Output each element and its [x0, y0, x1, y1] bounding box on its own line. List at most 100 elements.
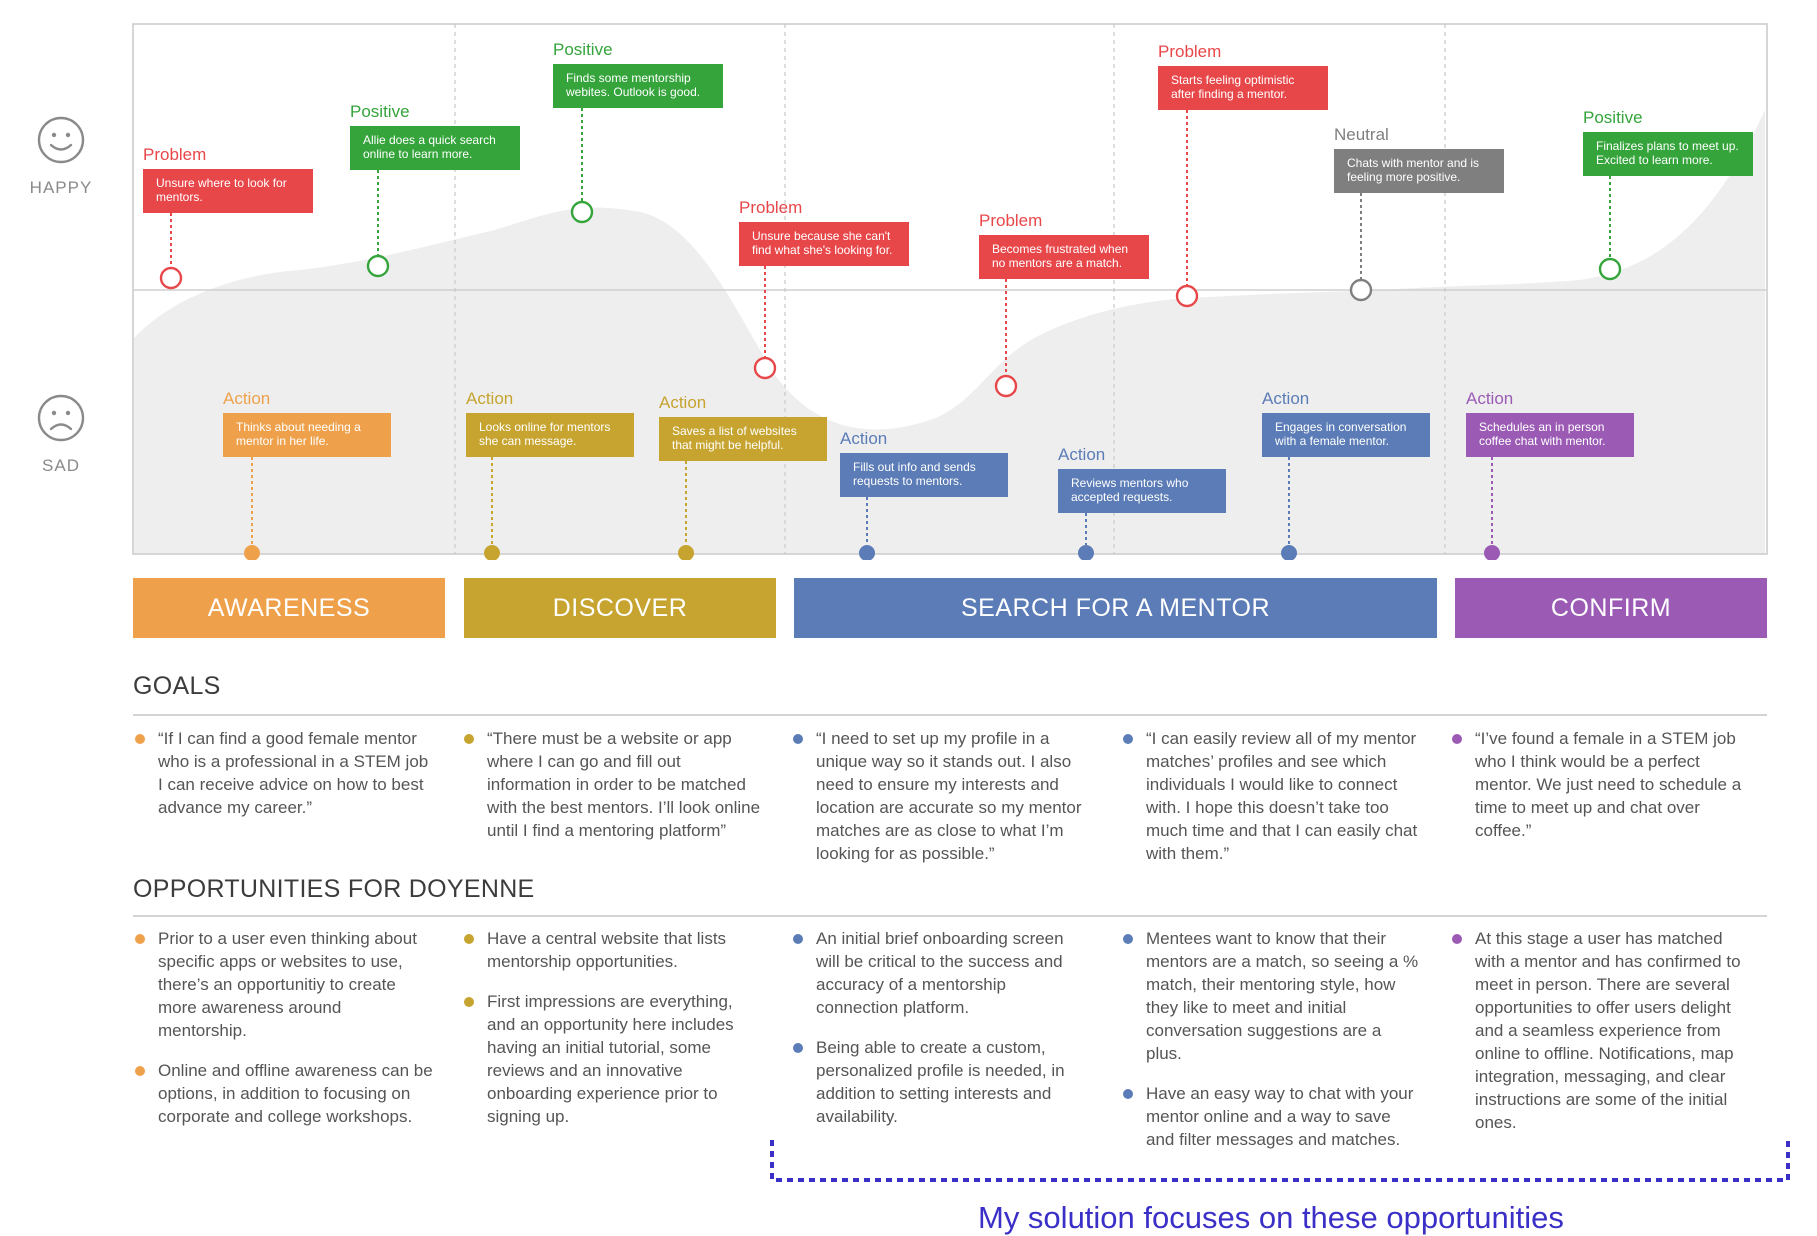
card-text-line: Thinks about needing a [236, 420, 361, 434]
stage-confirm: CONFIRM [1455, 578, 1767, 638]
goal-column: “I can easily review all of my mentor ma… [1121, 727, 1421, 882]
opportunity-text: Prior to a user even thinking about spec… [158, 929, 417, 1040]
goal-column: “I need to set up my profile in a unique… [791, 727, 1091, 882]
solution-bracket [770, 1140, 1790, 1182]
solution-note: My solution focuses on these opportuniti… [978, 1200, 1564, 1235]
opportunity-bullet: An initial brief onboarding screen will … [791, 927, 1091, 1019]
card-box [840, 453, 1008, 497]
card-heading: Action [1262, 389, 1309, 408]
emotion-point [1598, 257, 1622, 281]
card-text-line: Schedules an in person [1479, 420, 1604, 434]
card-box [553, 64, 723, 108]
goal-text: “If I can find a good female mentor who … [158, 729, 429, 817]
opportunity-text: First impressions are everything, and an… [487, 992, 734, 1126]
opportunity-text: Have a central website that lists mentor… [487, 929, 727, 971]
card-box [223, 413, 391, 457]
card-text-line: mentor in her life. [236, 434, 329, 448]
emotion-point [1175, 284, 1199, 308]
opportunity-bullet: Online and offline awareness can be opti… [133, 1059, 433, 1128]
card-box [659, 417, 827, 461]
card-text-line: find what she's looking for. [752, 243, 892, 257]
bullet-dot-icon [135, 1066, 145, 1076]
action-point [484, 545, 500, 560]
card-heading: Problem [979, 211, 1042, 230]
card-heading: Positive [553, 40, 613, 59]
emotion-point [366, 254, 390, 278]
bullet-dot-icon [464, 734, 474, 744]
opportunities-divider [133, 915, 1767, 917]
bullet-dot-icon [464, 934, 474, 944]
card-text-line: Unsure where to look for [156, 176, 287, 190]
card-heading: Action [1466, 389, 1513, 408]
goal-column: “I’ve found a female in a STEM job who I… [1450, 727, 1750, 859]
opportunity-bullet: Prior to a user even thinking about spec… [133, 927, 433, 1042]
emotion-point [1349, 278, 1373, 302]
opportunity-bullet: Mentees want to know that their mentors … [1121, 927, 1421, 1065]
goal-text: “There must be a website or app where I … [487, 729, 761, 840]
stage-discover: DISCOVER [464, 578, 776, 638]
action-point [1281, 545, 1297, 560]
goal-text: “I’ve found a female in a STEM job who I… [1475, 729, 1742, 840]
card-box [979, 235, 1149, 279]
emotion-point [159, 266, 183, 290]
goal-text: “I need to set up my profile in a unique… [816, 729, 1082, 863]
card-text-line: Starts feeling optimistic [1171, 73, 1294, 87]
opportunity-text: Being able to create a custom, personali… [816, 1038, 1065, 1126]
action-point [859, 545, 875, 560]
card-text-line: after finding a mentor. [1171, 87, 1287, 101]
card-box [466, 413, 634, 457]
card-box [143, 169, 313, 213]
card-heading: Action [840, 429, 887, 448]
card-text-line: requests to mentors. [853, 474, 962, 488]
opportunity-column: Mentees want to know that their mentors … [1121, 927, 1421, 1168]
card-text-line: Fills out info and sends [853, 460, 976, 474]
card-text-line: online to learn more. [363, 147, 472, 161]
card-box [1058, 469, 1226, 513]
card-text-line: that might be helpful. [672, 438, 783, 452]
card-box [1334, 149, 1504, 193]
bullet-dot-icon [1452, 734, 1462, 744]
card-box [1262, 413, 1430, 457]
bullet-dot-icon [135, 934, 145, 944]
bullet-dot-icon [1123, 934, 1133, 944]
card-heading: Action [659, 393, 706, 412]
card-text-line: Looks online for mentors [479, 420, 610, 434]
card-text-line: accepted requests. [1071, 490, 1172, 504]
stage-awareness: AWARENESS [133, 578, 445, 638]
happy-label: HAPPY [29, 178, 93, 197]
card-text-line: Excited to learn more. [1596, 153, 1713, 167]
bullet-dot-icon [793, 934, 803, 944]
goal-bullet: “I’ve found a female in a STEM job who I… [1450, 727, 1750, 842]
card-text-line: Reviews mentors who [1071, 476, 1189, 490]
opportunity-bullet: At this stage a user has matched with a … [1450, 927, 1750, 1134]
card-heading: Problem [1158, 42, 1221, 61]
card-text-line: she can message. [479, 434, 576, 448]
goal-column: “If I can find a good female mentor who … [133, 727, 433, 836]
sad-face-icon [37, 394, 85, 442]
card-text-line: webites. Outlook is good. [565, 85, 700, 99]
card-box [739, 222, 909, 266]
bullet-dot-icon [1123, 734, 1133, 744]
opportunity-text: An initial brief onboarding screen will … [816, 929, 1064, 1017]
card-text-line: Unsure because she can't [752, 229, 891, 243]
card-text-line: Finalizes plans to meet up. [1596, 139, 1739, 153]
action-point [678, 545, 694, 560]
stage-search-for-a-mentor: SEARCH FOR A MENTOR [794, 578, 1437, 638]
card-text-line: coffee chat with mentor. [1479, 434, 1606, 448]
card-heading: Positive [350, 102, 410, 121]
card-heading: Positive [1583, 108, 1643, 127]
goal-bullet: “There must be a website or app where I … [462, 727, 762, 842]
bullet-dot-icon [1452, 934, 1462, 944]
opportunity-column: Have a central website that lists mentor… [462, 927, 762, 1145]
